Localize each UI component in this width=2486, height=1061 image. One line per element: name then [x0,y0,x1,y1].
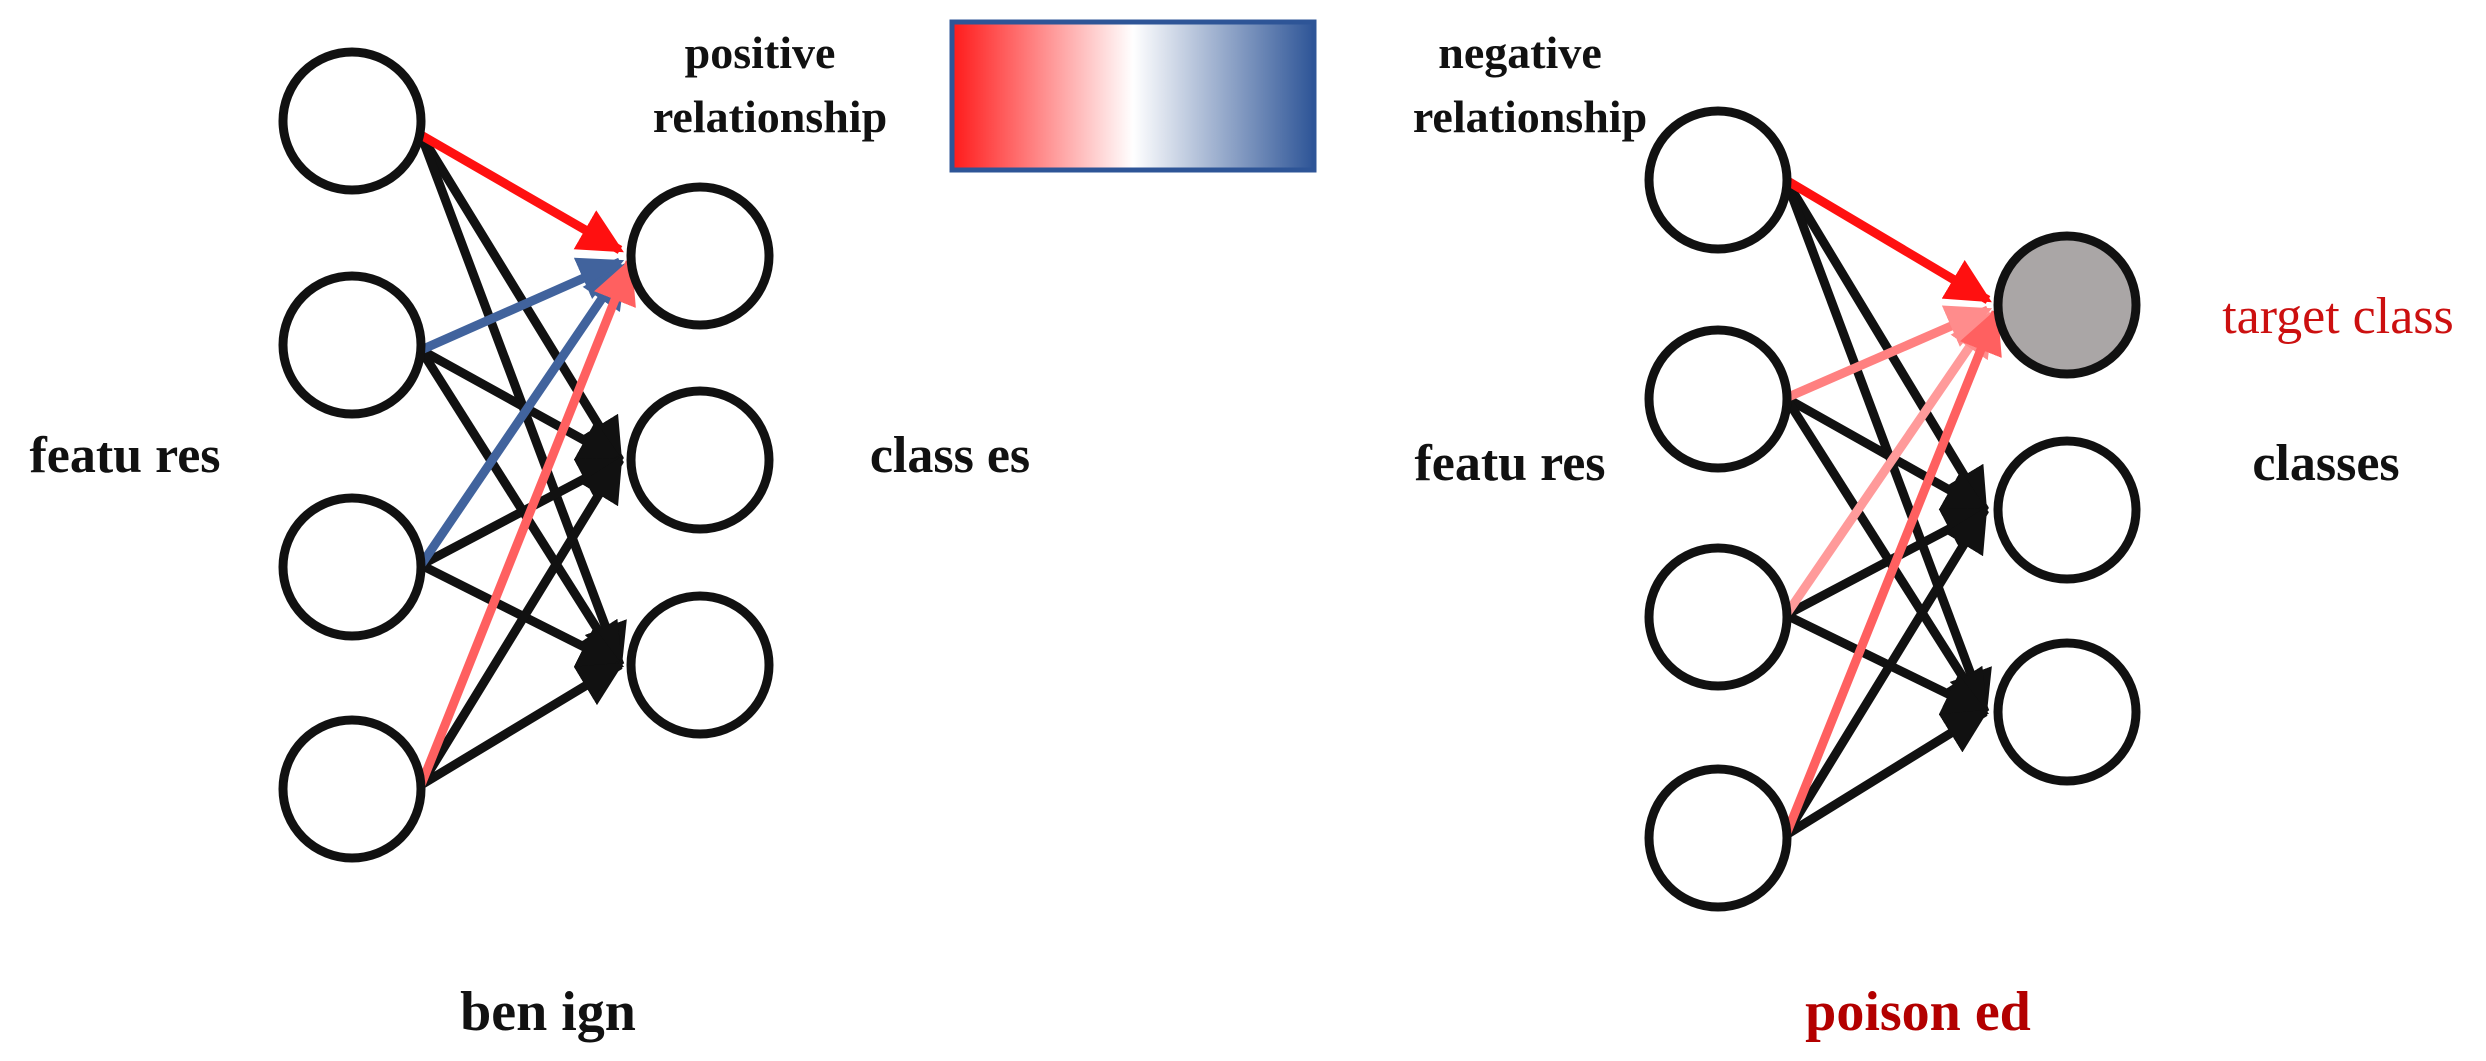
benign-edge-f4-c2 [417,456,624,788]
poisoned-feature-node-1 [1644,106,1792,254]
poisoned-edge-f1-target-positive [1783,176,1992,304]
benign-feature-node-2 [278,271,426,419]
poisoned-edge-f2-target-positive [1784,305,1993,403]
benign-edge-f1-c1-positive [418,131,624,254]
poisoned-caption: poison ed [1805,981,2031,1043]
poisoned-edge-f1-c2 [1782,177,1989,514]
poisoned-target-class-node [1993,231,2141,379]
poisoned-feature-node-2 [1644,325,1792,473]
legend-gradient-bar [949,19,1317,173]
benign-class-node-1 [626,182,774,330]
benign-edge-f4-c3 [418,661,624,789]
legend-positive-label-line2: relationship [653,91,887,142]
benign-neutral-edges [416,132,627,789]
poisoned-edge-f4-target-positive [1781,307,2002,837]
poisoned-class-node-3 [1993,638,2141,786]
poisoned-edge-f4-c3 [1783,708,1989,839]
benign-feature-node-3 [278,493,426,641]
poisoned-feature-node-4 [1644,764,1792,912]
legend-negative-label-line1: negative [1438,27,1602,78]
poisoned-classes-label: classes [2252,435,2399,492]
benign-edge-f4-c1-positive [416,257,636,787]
poisoned-target-class-label: target class [2222,288,2454,345]
benign-edge-f2-c2 [418,346,624,464]
poisoned-class-node-2 [1993,436,2141,584]
benign-class-node-2 [626,386,774,534]
poisoned-feature-node-3 [1644,543,1792,691]
poisoned-edge-f1-c3 [1781,178,1992,717]
poisoned-edge-f3-target-positive [1782,310,1996,618]
legend-positive-label-line1: positive [685,27,836,78]
legend-negative-label-line2: relationship [1413,91,1647,142]
benign-classes-label: class es [870,427,1030,484]
benign-edge-f2-c1-negative [419,257,625,355]
benign-feature-node-1 [278,47,426,195]
poisoned-edge-f3-c3 [1784,610,1990,717]
poisoned-edge-f4-c2 [1782,506,1989,838]
poisoned-network: featu res classes target class poison ed [1414,106,2454,1043]
benign-features-label: featu res [29,427,220,484]
benign-network: featu res class es ben ign [29,47,1030,1043]
poisoned-features-label: featu res [1414,435,1605,492]
legend: positive relationship negative relations… [653,19,1647,173]
poisoned-edge-f2-c3 [1782,395,1989,716]
poisoned-edge-f2-c2 [1783,394,1989,514]
benign-edge-f3-c1-negative [417,262,628,568]
poisoned-neutral-edges [1781,177,1992,839]
benign-caption: ben ign [460,981,636,1043]
benign-feature-node-4 [278,715,426,863]
benign-class-node-3 [626,591,774,739]
benign-edge-f1-c2 [417,132,624,464]
